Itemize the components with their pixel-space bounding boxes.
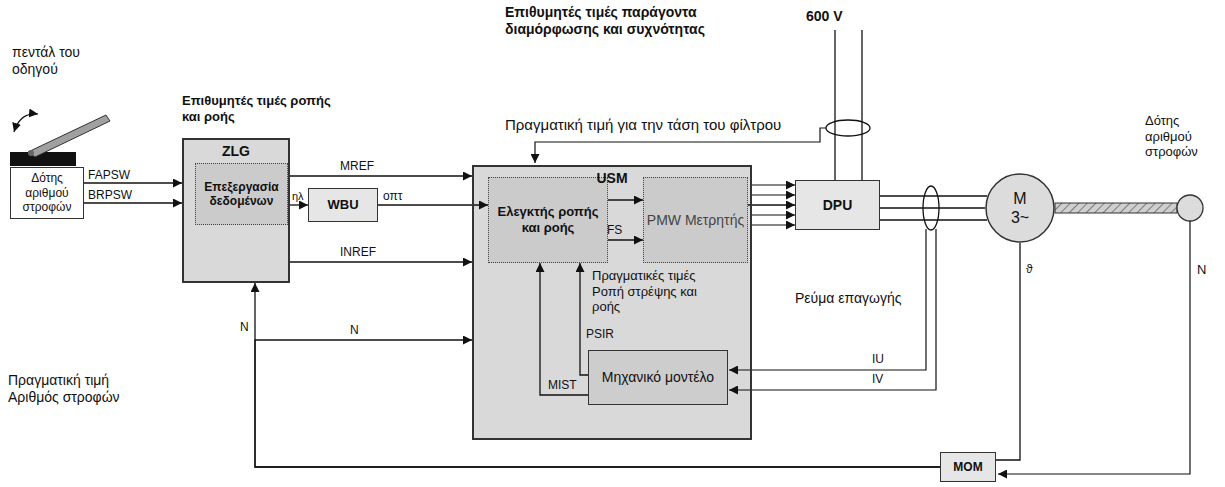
signal-name: οπτ: [383, 189, 403, 203]
signal-connector: [880, 207, 985, 208]
motor-leads: [729, 186, 987, 390]
box-ground: [472, 165, 752, 440]
signal-name: MREF: [340, 159, 374, 173]
box-ground: [643, 177, 748, 263]
motor-lead: [880, 219, 987, 220]
pwm-signal: [752, 214, 795, 215]
inverter-box: DPU: [795, 180, 880, 230]
signal-name: IU: [872, 352, 884, 366]
signal-connector: [580, 263, 588, 375]
pedal-hinge: [28, 150, 34, 156]
box-label: ZLG: [184, 143, 288, 160]
signal-name: FS: [607, 223, 622, 237]
part-name: πεντάλ του οδηγού: [12, 44, 97, 78]
signal-note: Επιθυμητές τιμές ροπής και ροής: [182, 93, 332, 124]
box-ground: [488, 177, 608, 263]
box-label: DPU: [823, 197, 853, 214]
box-label: PMW Μετρητής: [647, 212, 744, 229]
signal-name: INREF: [340, 245, 376, 259]
motor-lead: [880, 195, 987, 196]
pwm-signal: [752, 184, 795, 185]
signal-connector: [540, 263, 588, 395]
signal-name: N: [240, 320, 249, 334]
signal-connector: [288, 204, 308, 205]
signal-name: IV: [872, 372, 883, 386]
box-ground: [940, 452, 996, 482]
signal-connector: [255, 340, 940, 467]
pwm-signal: [752, 194, 795, 195]
speed-encoder: [1177, 195, 1203, 221]
controller-box: Ελεγκτής ροπής και ροής: [488, 177, 608, 263]
model-box: Μηχανικό μοντέλο: [588, 350, 728, 405]
signal-connector: [996, 243, 1020, 460]
encoder-wire: [998, 221, 1190, 474]
signal-name: ηλ: [292, 190, 304, 203]
control-unit: ZLG Επεξεργασία δεδομένων: [182, 138, 290, 283]
box-label: Μηχανικό μοντέλο: [602, 369, 714, 386]
signal-connector: [290, 261, 472, 262]
box-label: Ελεγκτής ροπής και ροής: [489, 204, 607, 235]
dc-wire: [861, 30, 862, 180]
box-ground: [195, 163, 288, 225]
heading-note: Επιθυμητές τιμές παράγοντα διαμόρφωσης κ…: [505, 4, 755, 38]
signal-name: BRPSW: [88, 188, 132, 202]
signal-name: PSIR: [586, 327, 614, 341]
signal-connector: [748, 204, 795, 205]
box-ground: [10, 167, 84, 219]
box-ground: [795, 180, 880, 230]
current-wire: [729, 229, 936, 390]
sensor-box: Δότης αριθμού στροφών: [10, 167, 84, 219]
pwm-box: PMW Μετρητής: [643, 177, 748, 263]
dc-wire: [834, 30, 835, 180]
pedal: [10, 114, 110, 166]
dc-link: [535, 30, 870, 180]
signal-note: Πραγματική τιμή Αριθμός στροφών: [8, 372, 138, 406]
pedal-base: [10, 152, 76, 166]
signal-connector: [608, 239, 643, 240]
circle-outline: [985, 173, 1055, 243]
box-label: Επεξεργασία δεδομένων: [196, 180, 287, 209]
connector-group: [84, 176, 1020, 467]
box-label: M 3~: [1009, 189, 1031, 227]
pedal-plate: [28, 115, 110, 157]
box-ground: [182, 138, 290, 283]
signal-note: Ρεύμα επαγωγής: [795, 290, 902, 307]
current-wire: [729, 229, 926, 370]
signal-note: Πραγματική τιμή για την τάση του φίλτρου: [505, 116, 781, 134]
pwm-signal: [752, 224, 795, 225]
box-label: MOM: [953, 460, 982, 474]
signal-note: Πραγματικές τιμές Ροπή στρέψης και ροής: [592, 268, 727, 315]
process-box: Επεξεργασία δεδομένων: [195, 163, 288, 225]
module-box: MOM: [940, 452, 996, 482]
unit-box: WBU: [308, 188, 378, 222]
signal-name: ϑ: [1026, 262, 1033, 276]
motor-circle: M 3~: [985, 173, 1055, 243]
signal-connector: [84, 202, 182, 203]
box-ground: [588, 350, 728, 405]
motor-outline: [986, 174, 1054, 242]
signal-connector: [84, 182, 182, 183]
box-label: WBU: [327, 197, 358, 213]
box-grounds: [10, 138, 996, 482]
signal-connector: [608, 199, 643, 200]
box-ground: [308, 188, 378, 222]
voltage-sensor: [826, 120, 870, 136]
signal-connector: [290, 175, 472, 176]
signal-name: MIST: [548, 378, 577, 392]
voltage-label: 600 V: [806, 8, 843, 25]
pedal-motion-arrow: [14, 114, 38, 132]
filter-voltage-wire: [535, 128, 826, 163]
motor-shaft: [1055, 203, 1177, 213]
part-name: Δότης αριθμού στροφών: [1145, 113, 1220, 160]
box-label: Δότης αριθμού στροφών: [11, 171, 83, 214]
signal-name: N: [1197, 262, 1206, 278]
signal-name: N: [350, 323, 359, 337]
box-label: USM: [474, 170, 750, 187]
signal-name: FAPSW: [88, 168, 130, 182]
